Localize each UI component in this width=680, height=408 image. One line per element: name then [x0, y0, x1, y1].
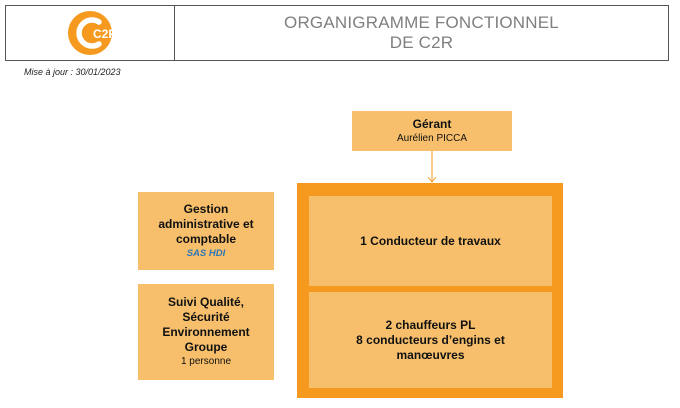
- equipe-line-2: 8 conducteurs d’engins et: [356, 332, 505, 347]
- gerant-title: Gérant: [412, 116, 452, 131]
- gerant-box: Gérant Aurélien PICCA: [352, 111, 512, 151]
- gestion-box: Gestion administrative et comptable SAS …: [138, 192, 274, 270]
- equipe-box: 2 chauffeurs PL 8 conducteurs d’engins e…: [309, 292, 552, 388]
- qualite-count: 1 personne: [180, 356, 232, 367]
- gerant-name: Aurélien PICCA: [396, 132, 468, 144]
- qualite-line-3: Environnement: [162, 325, 250, 339]
- qualite-line-2: Sécurité: [182, 310, 230, 324]
- c2r-logo: C2R: [68, 11, 114, 55]
- logo-cell: C2R: [6, 6, 175, 60]
- qualite-line-1: Suivi Qualité,: [167, 295, 245, 309]
- gestion-company: SAS HDI: [186, 248, 226, 259]
- qualite-box: Suivi Qualité, Sécurité Environnement Gr…: [138, 284, 274, 380]
- gestion-line-2: administrative et: [158, 217, 254, 231]
- logo-text: C2R: [93, 27, 114, 41]
- qualite-line-4: Groupe: [184, 340, 228, 354]
- conducteur-box: 1 Conducteur de travaux: [309, 196, 552, 286]
- connector-arrow: [427, 151, 437, 183]
- gestion-line-1: Gestion: [183, 202, 229, 216]
- update-date: Mise à jour : 30/01/2023: [24, 67, 121, 77]
- conducteur-label: 1 Conducteur de travaux: [360, 233, 501, 248]
- header: C2R ORGANIGRAMME FONCTIONNEL DE C2R: [5, 5, 669, 61]
- page-title: ORGANIGRAMME FONCTIONNEL DE C2R: [175, 6, 668, 60]
- equipe-line-3: manœuvres: [396, 347, 465, 362]
- title-line-1: ORGANIGRAMME FONCTIONNEL: [284, 13, 559, 32]
- equipe-line-1: 2 chauffeurs PL: [385, 317, 476, 332]
- title-line-2: DE C2R: [389, 33, 454, 52]
- gestion-line-3: comptable: [175, 232, 236, 246]
